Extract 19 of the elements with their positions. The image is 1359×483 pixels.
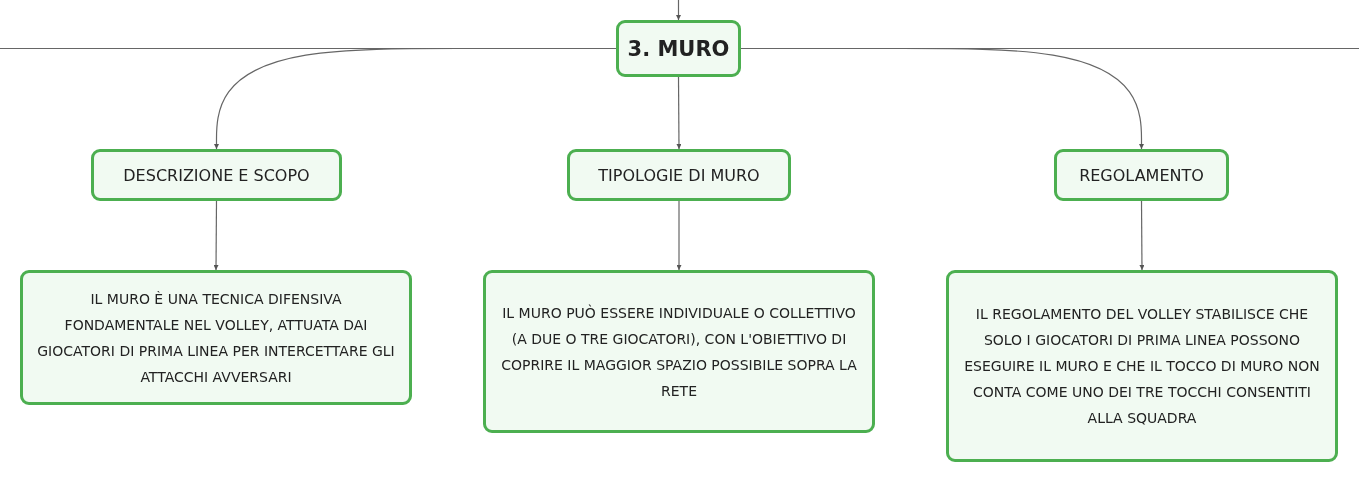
- subtopic-title: REGOLAMENTO: [1079, 165, 1204, 185]
- description-text: IL MURO È UNA TECNICA DIFENSIVA FONDAMENTALE NEL VOLLEY, ATTUATA DAI GIOCATORI DI PRIMA LINEA PER INTERCETTARE GLI ATTACCHI AVVERSARI: [36, 289, 396, 387]
- description-text: IL REGOLAMENTO DEL VOLLEY STABILISCE CHE SOLO I GIOCATORI DI PRIMA LINEA POSSONO ESEGUIRE IL MURO E CHE IL TOCCO DI MURO NON CONTA COME UNO DEI TRE TOCCHI CONSENTITI ALLA SQUADRA: [963, 305, 1321, 428]
- subtopic-title: TIPOLOGIE DI MURO: [598, 165, 760, 185]
- subtopic-box: [1054, 149, 1229, 201]
- arrow: [676, 200, 682, 271]
- description-text: IL MURO PUÒ ESSERE INDIVIDUALE O COLLETTIVO (A DUE O TRE GIOCATORI), CON L'OBIETTIVO DI COPRIRE IL MAGGIOR SPAZIO POSSIBILE SOPRA LA RETE: [500, 303, 858, 401]
- description-box: [946, 270, 1338, 462]
- topic-box: [616, 20, 741, 77]
- description-box: [20, 270, 412, 405]
- arrow: [1139, 200, 1145, 271]
- connector-line: [676, 0, 681, 21]
- arrow: [213, 200, 219, 271]
- subtopic-box: [91, 149, 342, 201]
- subtopic-box: [567, 149, 791, 201]
- arrow: [676, 76, 682, 150]
- subtopic-title: DESCRIZIONE E SCOPO: [123, 165, 310, 185]
- topic-title: 3. MURO: [627, 36, 730, 61]
- description-box: [483, 270, 875, 433]
